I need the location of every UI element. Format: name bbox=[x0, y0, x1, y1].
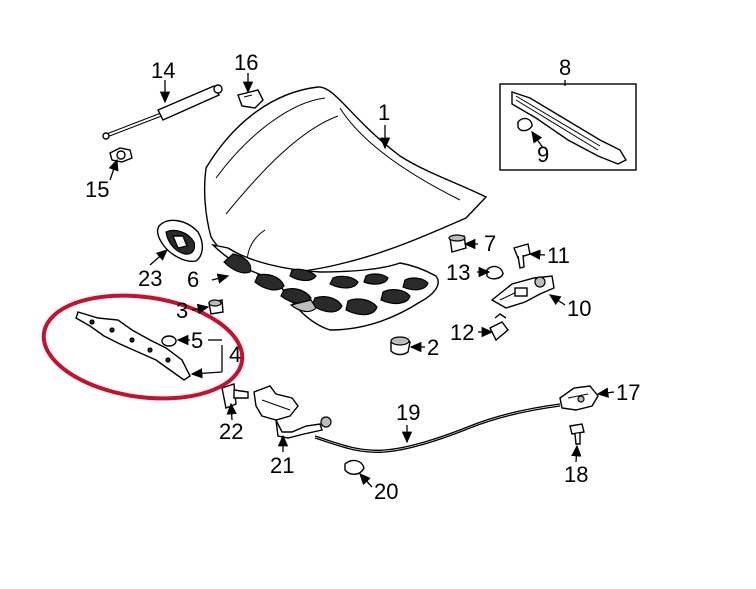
part-17-latch-handle bbox=[559, 385, 599, 411]
callout-2: 2 bbox=[427, 335, 439, 360]
callout-8: 8 bbox=[559, 55, 571, 80]
callout-3: 3 bbox=[176, 298, 188, 323]
callout-1: 1 bbox=[378, 100, 390, 125]
part-22-striker bbox=[221, 383, 249, 409]
callout-7: 7 bbox=[484, 231, 496, 256]
callout-12: 12 bbox=[450, 320, 474, 345]
leader-lines bbox=[108, 73, 615, 488]
callout-4: 4 bbox=[229, 342, 241, 367]
part-16-clip bbox=[237, 89, 264, 109]
callout-16: 16 bbox=[234, 50, 258, 75]
part-15-ball-stud bbox=[109, 147, 133, 163]
callout-19: 19 bbox=[396, 400, 420, 425]
part-11-bolt bbox=[513, 243, 531, 269]
part-19-release-cable bbox=[314, 403, 561, 453]
callout-labels: 1 2 3 4 5 6 7 8 9 10 11 12 13 14 15 16 1… bbox=[85, 50, 640, 504]
callout-22: 22 bbox=[219, 419, 243, 444]
highlight-ring bbox=[41, 293, 245, 401]
part-6-hood-inner-panel bbox=[210, 243, 439, 331]
part-14-gas-strut bbox=[102, 84, 223, 140]
callout-10: 10 bbox=[567, 296, 591, 321]
callout-14: 14 bbox=[151, 58, 175, 83]
part-23-emblem bbox=[156, 219, 203, 263]
callout-17: 17 bbox=[616, 380, 640, 405]
callout-5: 5 bbox=[191, 328, 203, 353]
part-10-hood-latch bbox=[490, 275, 555, 309]
part-20-grommet bbox=[344, 459, 365, 475]
part-18-screw bbox=[569, 423, 585, 445]
part-7-adjuster bbox=[448, 234, 467, 253]
part-5-grommet bbox=[161, 335, 177, 347]
part-2-bumper bbox=[390, 336, 411, 356]
part-9-clip bbox=[517, 117, 533, 132]
part-21-release-lever bbox=[253, 385, 332, 439]
part-3-bumper bbox=[208, 299, 224, 315]
callout-9: 9 bbox=[537, 142, 549, 167]
part-1-hood bbox=[203, 86, 488, 274]
callout-18: 18 bbox=[564, 462, 588, 487]
callout-21: 21 bbox=[270, 453, 294, 478]
callout-11: 11 bbox=[547, 243, 570, 268]
callout-20: 20 bbox=[374, 479, 398, 504]
part-12-cable-guide bbox=[489, 313, 509, 342]
part-4-reinforcement-bar bbox=[75, 311, 191, 381]
callout-6: 6 bbox=[187, 267, 199, 292]
callout-13: 13 bbox=[446, 260, 470, 285]
callout-23: 23 bbox=[138, 266, 162, 291]
part-13-cap bbox=[486, 265, 504, 280]
callout-15: 15 bbox=[85, 177, 109, 202]
